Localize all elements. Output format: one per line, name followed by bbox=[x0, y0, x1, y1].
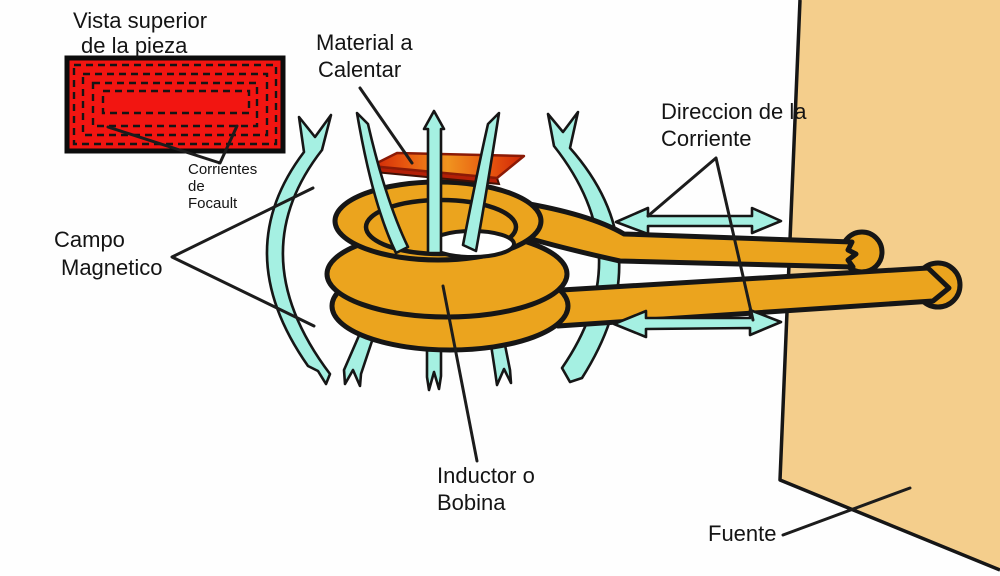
label-source: Fuente bbox=[708, 521, 777, 546]
lead-top-bar bbox=[515, 199, 859, 270]
piece-top-view bbox=[64, 55, 286, 154]
pointer-eddy-currents bbox=[106, 124, 239, 165]
label-eddy-line2: de bbox=[188, 178, 205, 195]
pointer-material bbox=[358, 86, 414, 165]
eddy-current-loops bbox=[72, 63, 278, 146]
pointer-current-direction bbox=[646, 156, 755, 322]
label-eddy-line3: Focault bbox=[188, 195, 238, 212]
pointer-inductor bbox=[441, 284, 479, 463]
field-line-right bbox=[461, 111, 501, 253]
label-top-view-line2: de la pieza bbox=[81, 33, 188, 58]
field-line-center bbox=[422, 109, 446, 255]
field-line-left bbox=[355, 111, 410, 255]
label-inductor-line1: Inductor o bbox=[437, 463, 535, 488]
magnetic-field-arc-left bbox=[265, 113, 333, 386]
label-material-line2: Calentar bbox=[318, 57, 402, 82]
piece-top-view-rect bbox=[64, 55, 286, 154]
label-magnetic-field-line1: Campo bbox=[54, 227, 125, 252]
current-arrow-lower bbox=[612, 308, 783, 339]
label-eddy-line1: Corrientes bbox=[188, 161, 258, 178]
current-arrow-upper bbox=[614, 206, 783, 236]
pointer-source bbox=[781, 486, 912, 537]
label-top-view-line1: Vista superior bbox=[73, 8, 208, 33]
material-plate bbox=[369, 151, 526, 186]
label-current-direction-line2: Corriente bbox=[661, 126, 752, 151]
pointer-magnetic-field bbox=[170, 186, 316, 328]
label-inductor-line2: Bobina bbox=[437, 490, 506, 515]
label-material-line1: Material a bbox=[316, 30, 413, 55]
label-magnetic-field-line2: Magnetico bbox=[61, 255, 163, 280]
power-source-panel-edge bbox=[778, 0, 1000, 572]
label-current-direction-line1: Direccion de la bbox=[661, 99, 807, 124]
induction-coil bbox=[324, 179, 571, 353]
